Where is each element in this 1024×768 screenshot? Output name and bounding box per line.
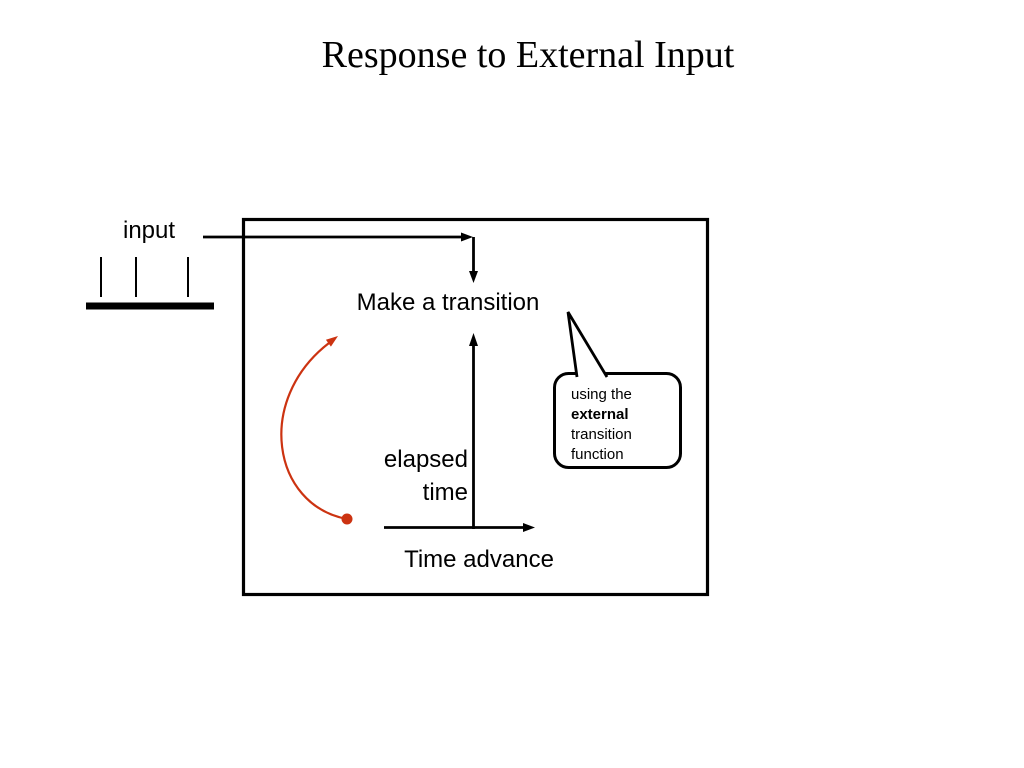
right-arrowhead-icon [523, 523, 535, 532]
callout-line-2: external [571, 406, 629, 423]
elapsed-time-label: elapsed time [384, 443, 468, 509]
system-boundary-box [241, 217, 710, 597]
up-arrowhead-icon [469, 333, 478, 346]
time-advance-label: Time advance [404, 546, 554, 573]
slide-title: Response to External Input [321, 34, 735, 76]
input-arrowhead-icon [461, 232, 473, 242]
input-label: input [123, 217, 176, 244]
callout-line-1: using the [571, 386, 632, 403]
elapsed-time-line2: time [422, 479, 468, 506]
callout-line-4: function [571, 446, 624, 463]
down-arrowhead-icon [469, 271, 478, 283]
callout-line-3: transition [571, 426, 632, 443]
make-transition-label: Make a transition [356, 289, 540, 316]
callout-text: using the external transition function [571, 385, 632, 465]
state-transition-curve [280, 342, 348, 521]
callout-tail [566, 311, 609, 378]
callout-bubble [553, 372, 682, 469]
input-trajectory-ticks [100, 257, 189, 297]
elapsed-time-line1: elapsed [383, 446, 468, 473]
curve-arrowhead-icon [325, 336, 338, 347]
